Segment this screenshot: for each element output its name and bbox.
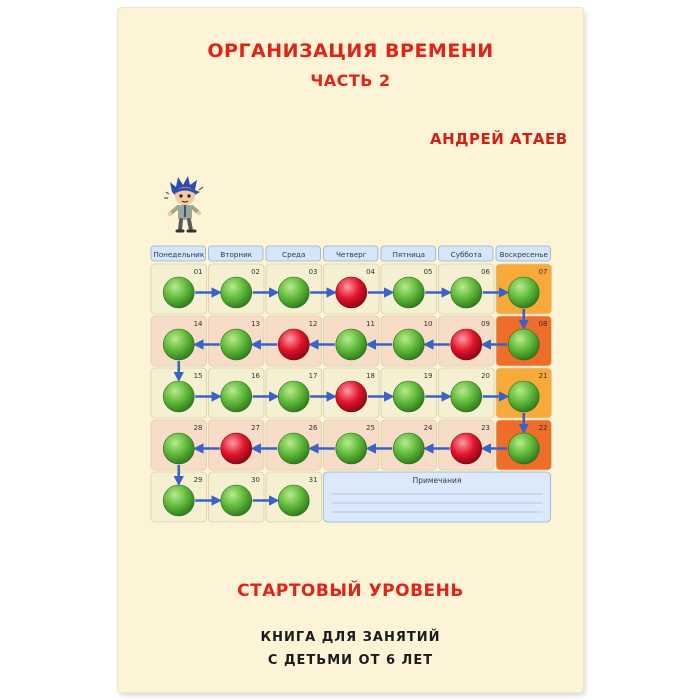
- day-number: 29: [194, 476, 203, 484]
- green-ball: [162, 276, 195, 309]
- green-ball: [277, 432, 310, 465]
- day-number: 02: [251, 268, 260, 276]
- notes-label: Примечания: [413, 476, 462, 485]
- day-number: 19: [424, 372, 433, 380]
- day-number: 05: [424, 268, 433, 276]
- day-number: 11: [366, 320, 375, 328]
- book-title: ОРГАНИЗАЦИЯ ВРЕМЕНИ: [207, 40, 494, 62]
- day-number: 18: [366, 372, 375, 380]
- weekday-header: [265, 245, 321, 262]
- green-ball: [220, 328, 253, 361]
- green-ball: [220, 484, 253, 517]
- green-ball: [220, 276, 253, 309]
- calendar-grid: Понедельник Вторник Среда Четверг Пятница Суб…: [150, 245, 552, 523]
- weekday-label: Воскресенье: [500, 250, 549, 259]
- green-ball: [277, 484, 310, 517]
- book-subtitle-line-2: С ДЕТЬМИ ОТ 6 ЛЕТ: [267, 653, 434, 668]
- weekday-label: Суббота: [451, 250, 482, 259]
- green-ball: [162, 380, 195, 413]
- green-ball: [335, 432, 368, 465]
- day-number: 08: [539, 320, 548, 328]
- weekday-label: Понедельник: [153, 250, 205, 259]
- day-number: 22: [539, 424, 548, 432]
- day-number: 12: [309, 320, 318, 328]
- day-number: 23: [481, 424, 490, 432]
- red-ball: [335, 276, 368, 309]
- green-ball: [392, 328, 425, 361]
- green-ball: [392, 432, 425, 465]
- day-number: 03: [309, 268, 318, 276]
- day-number: 20: [481, 372, 490, 380]
- green-ball: [162, 484, 195, 517]
- green-ball: [335, 328, 368, 361]
- day-number: 26: [309, 424, 318, 432]
- day-number: 16: [251, 372, 260, 380]
- day-number: 30: [251, 476, 260, 484]
- day-number: 14: [194, 320, 203, 328]
- green-ball: [220, 380, 253, 413]
- red-ball: [450, 432, 483, 465]
- book-author: АНДРЕЙ АТАЕВ: [430, 130, 568, 148]
- weekday-label: Среда: [282, 250, 305, 259]
- day-number: 10: [424, 320, 433, 328]
- green-ball: [507, 328, 540, 361]
- weekday-label: Пятница: [392, 250, 425, 259]
- green-ball: [277, 276, 310, 309]
- green-ball: [450, 380, 483, 413]
- day-number: 24: [424, 424, 433, 432]
- green-ball: [277, 380, 310, 413]
- green-ball: [507, 432, 540, 465]
- green-ball: [162, 432, 195, 465]
- day-number: 13: [251, 320, 260, 328]
- green-ball: [392, 380, 425, 413]
- day-number: 09: [481, 320, 490, 328]
- green-ball: [162, 328, 195, 361]
- day-number: 15: [194, 372, 203, 380]
- weekday-header: [380, 245, 436, 262]
- notes-box: [323, 471, 551, 523]
- book-level: СТАРТОВЫЙ УРОВЕНЬ: [237, 581, 464, 601]
- day-number: 17: [309, 372, 318, 380]
- weekday-label: Вторник: [220, 250, 252, 259]
- red-ball: [450, 328, 483, 361]
- day-number: 21: [539, 372, 548, 380]
- weekday-header: [495, 245, 551, 262]
- green-ball: [507, 380, 540, 413]
- weekday-header: [438, 245, 494, 262]
- day-number: 27: [251, 424, 260, 432]
- green-ball: [450, 276, 483, 309]
- day-number: 25: [366, 424, 375, 432]
- red-ball: [277, 328, 310, 361]
- day-number: 28: [194, 424, 203, 432]
- red-ball: [335, 380, 368, 413]
- day-number: 31: [309, 476, 318, 484]
- red-ball: [220, 432, 253, 465]
- book-part: ЧАСТЬ 2: [310, 71, 391, 90]
- book-subtitle-line-1: КНИГА ДЛЯ ЗАНЯТИЙ: [260, 630, 441, 645]
- day-number: 01: [194, 268, 203, 276]
- day-number: 04: [366, 268, 375, 276]
- cartoon-boy-illustration: [164, 176, 204, 233]
- weekday-header: [150, 245, 206, 262]
- green-ball: [507, 276, 540, 309]
- day-number: 07: [539, 268, 548, 276]
- green-ball: [392, 276, 425, 309]
- weekday-header: [208, 245, 264, 262]
- day-number: 06: [481, 268, 490, 276]
- weekday-header: [323, 245, 379, 262]
- weekday-label: Четверг: [336, 250, 367, 259]
